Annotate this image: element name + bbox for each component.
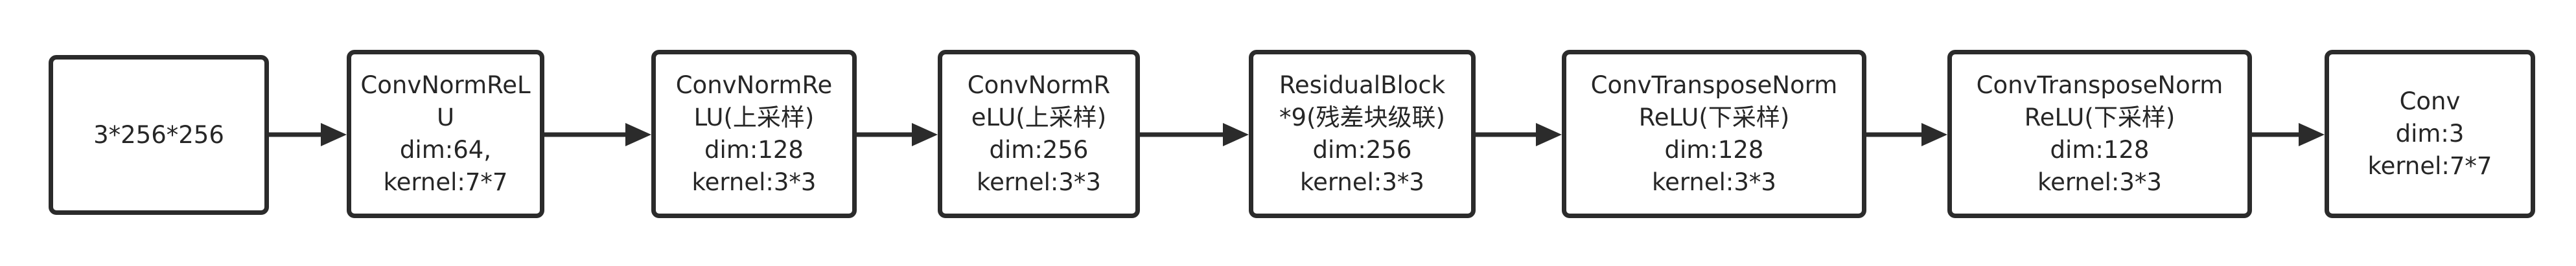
- node-input-label: 3*256*256: [93, 120, 224, 149]
- arrow-conv1-to-conv2: [544, 123, 651, 146]
- arrow-deconv2-to-output: [2252, 123, 2325, 146]
- node-conv3: ConvNormR eLU(上采样) dim:256 kernel:3*3: [938, 50, 1140, 218]
- arrow-residual-to-deconv1: [1476, 123, 1562, 146]
- node-residual: ResidualBlock *9(残差块级联) dim:256 kernel:3…: [1249, 50, 1476, 218]
- arrow-head: [1921, 123, 1947, 146]
- node-deconv1-label: ConvTransposeNorm ReLU(下采样) dim:128 kern…: [1590, 71, 1838, 196]
- node-output: Conv dim:3 kernel:7*7: [2325, 50, 2535, 218]
- node-deconv1: ConvTransposeNorm ReLU(下采样) dim:128 kern…: [1562, 50, 1866, 218]
- arrow-head: [1536, 123, 1562, 146]
- node-deconv2-label: ConvTransposeNorm ReLU(下采样) dim:128 kern…: [1976, 71, 2223, 196]
- arrow-head: [1223, 123, 1249, 146]
- arrow-head: [321, 123, 347, 146]
- node-conv2-label: ConvNormRe LU(上采样) dim:128 kernel:3*3: [675, 71, 833, 196]
- node-input: 3*256*256: [49, 55, 269, 215]
- node-residual-label: ResidualBlock *9(残差块级联) dim:256 kernel:3…: [1279, 71, 1446, 196]
- arrow-input-to-conv1: [269, 123, 347, 146]
- node-conv1: ConvNormReL U dim:64, kernel:7*7: [347, 50, 544, 218]
- arrow-head: [2299, 123, 2325, 146]
- node-conv1-label: ConvNormReL U dim:64, kernel:7*7: [360, 71, 531, 196]
- arrow-head: [912, 123, 938, 146]
- node-conv2: ConvNormRe LU(上采样) dim:128 kernel:3*3: [651, 50, 857, 218]
- node-output-label: Conv dim:3 kernel:7*7: [2367, 87, 2492, 180]
- arrow-conv3-to-residual: [1140, 123, 1249, 146]
- arrow-deconv1-to-deconv2: [1866, 123, 1947, 146]
- arrow-conv2-to-conv3: [857, 123, 938, 146]
- arrow-head: [625, 123, 651, 146]
- node-conv3-label: ConvNormR eLU(上采样) dim:256 kernel:3*3: [967, 71, 1111, 196]
- node-deconv2: ConvTransposeNorm ReLU(下采样) dim:128 kern…: [1947, 50, 2252, 218]
